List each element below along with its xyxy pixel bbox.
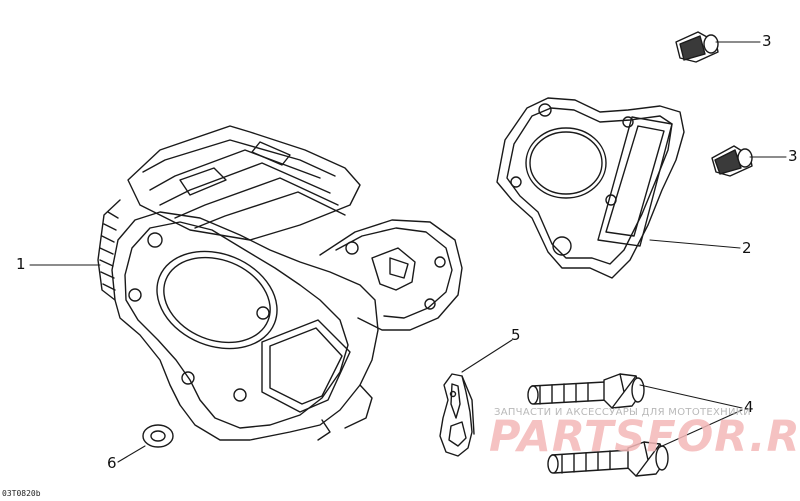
callout-2: 2 — [742, 239, 752, 257]
dowel-pin-lower — [711, 145, 753, 177]
callout-3-upper: 3 — [762, 32, 772, 50]
washer-part — [142, 424, 174, 448]
callout-3-lower: 3 — [788, 147, 798, 165]
dowel-pin-upper — [675, 31, 719, 63]
callout-6: 6 — [107, 454, 117, 472]
callout-4: 4 — [744, 398, 754, 416]
watermark-brand: PARTSFOR.RU — [489, 412, 800, 462]
callout-1: 1 — [16, 255, 26, 273]
cylinder-part — [97, 125, 463, 441]
drawing-code-label: 03T0820b — [2, 489, 41, 498]
watermark-tagline: ЗАПЧАСТИ И АКСЕССУАРЫ ДЛЯ МОТОТЕХНИКИ — [494, 407, 751, 418]
hose-clamp-part — [439, 373, 475, 457]
bolt-upper — [527, 373, 645, 409]
gasket-part — [496, 97, 685, 279]
bolt-lower — [547, 441, 669, 477]
callout-5: 5 — [511, 326, 521, 344]
leader-lines — [29, 41, 787, 463]
